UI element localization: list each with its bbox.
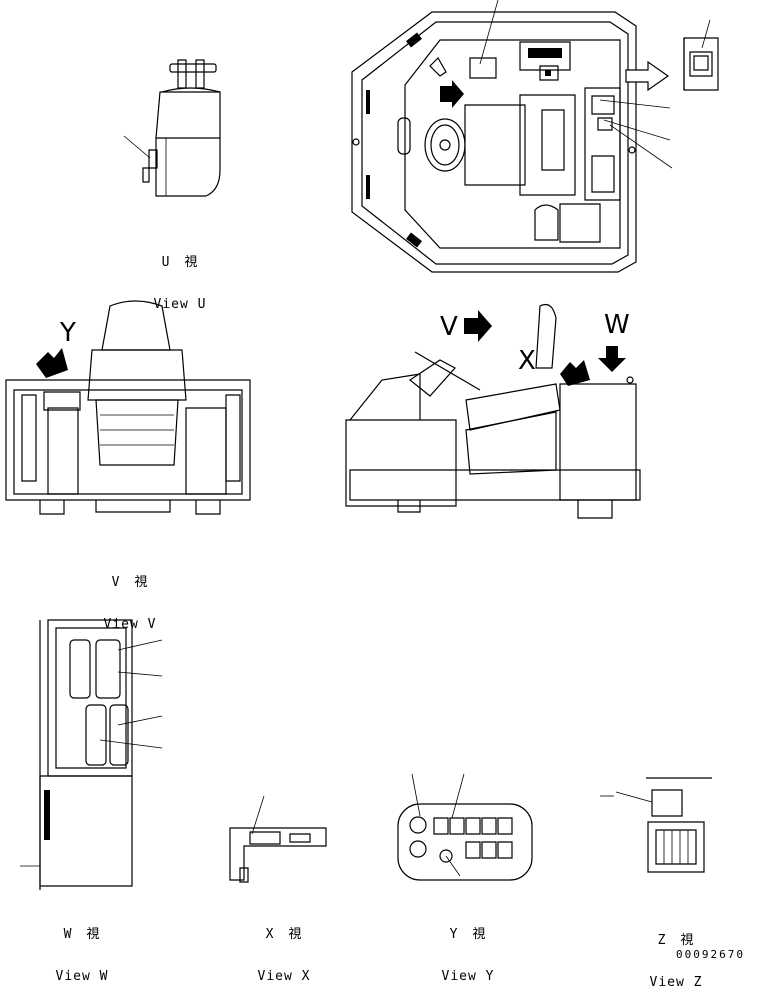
view-x-en: View X bbox=[257, 969, 311, 984]
view-v-jp: V 視 bbox=[111, 575, 149, 590]
marker-y: Y bbox=[60, 318, 76, 348]
view-w-jp: W 視 bbox=[63, 927, 101, 942]
drawing-code: 00092670 bbox=[676, 948, 745, 961]
view-v-caption: V 視 View V bbox=[90, 548, 170, 646]
view-z-jp: Z 視 bbox=[657, 933, 695, 948]
cab-top-view-drawing bbox=[352, 0, 672, 272]
view-y-caption: Y 視 View Y bbox=[428, 900, 508, 998]
view-u-en: View U bbox=[153, 297, 207, 312]
view-y-drawing bbox=[398, 774, 532, 880]
view-x-drawing bbox=[230, 796, 326, 882]
view-y-jp: Y 視 bbox=[449, 927, 487, 942]
view-y-en: View Y bbox=[441, 969, 495, 984]
view-z-en: View Z bbox=[649, 975, 703, 990]
diagram-canvas bbox=[0, 0, 757, 963]
view-v-drawing bbox=[6, 301, 250, 514]
view-v-en: View V bbox=[103, 617, 157, 632]
view-w-drawing bbox=[20, 620, 162, 890]
view-w-en: View W bbox=[55, 969, 109, 984]
view-u-jp: U 視 bbox=[161, 255, 199, 270]
cab-side-view-drawing bbox=[346, 305, 640, 519]
view-u-drawing bbox=[124, 60, 220, 196]
marker-x: X bbox=[518, 346, 536, 376]
detail-top-right-drawing bbox=[684, 20, 718, 90]
view-w-caption: W 視 View W bbox=[42, 900, 122, 998]
marker-w: W bbox=[604, 310, 630, 340]
view-u-caption: U 視 View U bbox=[140, 228, 220, 326]
marker-v: V bbox=[440, 312, 458, 342]
view-x-jp: X 視 bbox=[265, 927, 303, 942]
view-z-drawing bbox=[600, 778, 712, 872]
view-x-caption: X 視 View X bbox=[244, 900, 324, 998]
